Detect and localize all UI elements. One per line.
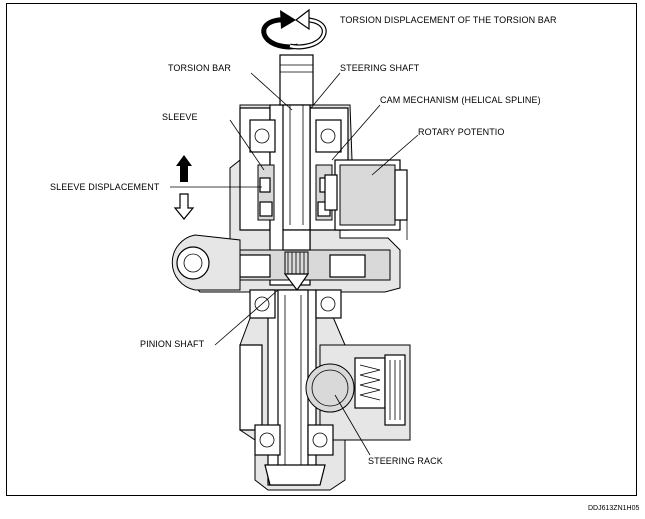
label-pinion-shaft: PINION SHAFT	[140, 339, 205, 349]
mounting-eye	[171, 234, 241, 291]
upper-bearings	[249, 119, 342, 153]
pinion-bearings	[249, 289, 342, 319]
label-rotary-potentio: ROTARY POTENTIO	[418, 127, 505, 137]
label-torsion-displacement: TORSION DISPLACEMENT OF THE TORSION BAR	[340, 15, 557, 25]
diagram-frame	[6, 3, 637, 496]
label-cam-mechanism: CAM MECHANISM (HELICAL SPLINE)	[380, 95, 541, 105]
label-sleeve-displacement: SLEEVE DISPLACEMENT	[50, 182, 160, 192]
steering-shaft	[279, 54, 314, 292]
figure-code: DDJ613ZN1H05	[588, 505, 639, 512]
label-torsion-bar: TORSION BAR	[168, 63, 231, 73]
lower-bearings	[254, 424, 334, 486]
label-steering-rack: STEERING RACK	[368, 456, 443, 466]
sleeve-displacement-arrows	[173, 155, 195, 220]
label-sleeve: SLEEVE	[162, 112, 198, 122]
pinion-shaft	[277, 289, 309, 476]
steering-rack	[305, 363, 355, 413]
label-steering-shaft: STEERING SHAFT	[340, 63, 420, 73]
torsion-rotation-arrows	[261, 8, 327, 50]
rotary-potentiometer	[324, 159, 408, 240]
leader-lines	[170, 72, 419, 456]
